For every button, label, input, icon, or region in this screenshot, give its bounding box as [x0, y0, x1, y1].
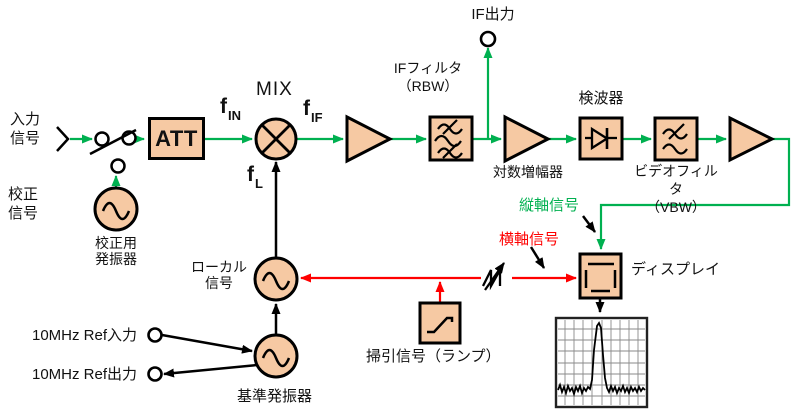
ref-output-label: 10MHz Ref出力 [32, 366, 138, 383]
att-label: ATT [155, 125, 198, 151]
sine-wave-icon [261, 271, 291, 291]
cal-oscillator-label: 校正用発振器 [95, 235, 137, 267]
diode-icon [585, 126, 617, 151]
f-if-label: fIF [303, 97, 323, 126]
spectrum-screen [554, 316, 649, 409]
log-amplifier-icon [503, 114, 552, 164]
cal-signal-label: 校正信号 [8, 186, 39, 222]
ref-output-terminal [147, 366, 163, 382]
video-amplifier-icon [728, 115, 776, 163]
horizontal-signal-pointer-arrow [529, 246, 546, 269]
video-filter-label: ビデオフィルタ（VBW） [634, 163, 718, 215]
horizontal-signal-label: 横軸信号 [499, 231, 560, 248]
local-oscillator-symbol [253, 256, 299, 302]
mixer-symbol [254, 117, 298, 161]
mix-label: MIX [256, 79, 293, 100]
lowpass-filter-icon [662, 123, 688, 155]
if-filter-block [428, 115, 474, 162]
detector-label: 検波器 [578, 90, 624, 107]
vertical-signal-label: 縦軸信号 [519, 197, 580, 214]
video-filter-block [653, 116, 699, 162]
sweep-generator-block [418, 301, 462, 345]
spectrum-trace [557, 321, 646, 398]
input-signal-label: 入力信号 [10, 111, 41, 147]
f-l-label: fL [247, 163, 263, 192]
red-sweep-wires [300, 273, 577, 303]
input-switch-icon [89, 128, 137, 174]
ref-input-label: 10MHz Ref入力 [32, 327, 138, 344]
ref-input-terminal [147, 327, 163, 343]
attenuator-block: ATT [148, 117, 205, 160]
sweep-signal-label: 掃引信号（ランプ） [366, 348, 501, 365]
if-amplifier-icon [345, 114, 394, 164]
if-output-terminal [479, 30, 497, 48]
swept-signal-icon [481, 262, 505, 291]
sine-wave-icon [101, 201, 131, 221]
black-wires [161, 161, 605, 378]
crt-screen-icon [584, 262, 617, 293]
bandpass-filter-icon [434, 119, 463, 159]
antenna-icon [56, 126, 70, 152]
local-signal-label: ローカル信号 [191, 259, 247, 291]
log-amp-label: 対数増幅器 [493, 164, 563, 180]
vertical-signal-pointer-arrow [582, 215, 596, 233]
cal-oscillator-symbol [93, 186, 139, 232]
green-signal-wires [70, 47, 791, 250]
ref-oscillator-label: 基準発振器 [237, 388, 313, 405]
if-filter-label: IFフィルタ（RBW） [393, 60, 463, 94]
display-label: ディスプレイ [631, 261, 720, 278]
display-block [578, 252, 623, 300]
if-output-label: IF出力 [471, 6, 515, 23]
ramp-icon [427, 316, 454, 334]
f-in-label: fIN [220, 95, 241, 124]
sine-wave-icon [261, 348, 291, 368]
detector-block [578, 116, 624, 161]
ref-oscillator-symbol [253, 333, 299, 379]
